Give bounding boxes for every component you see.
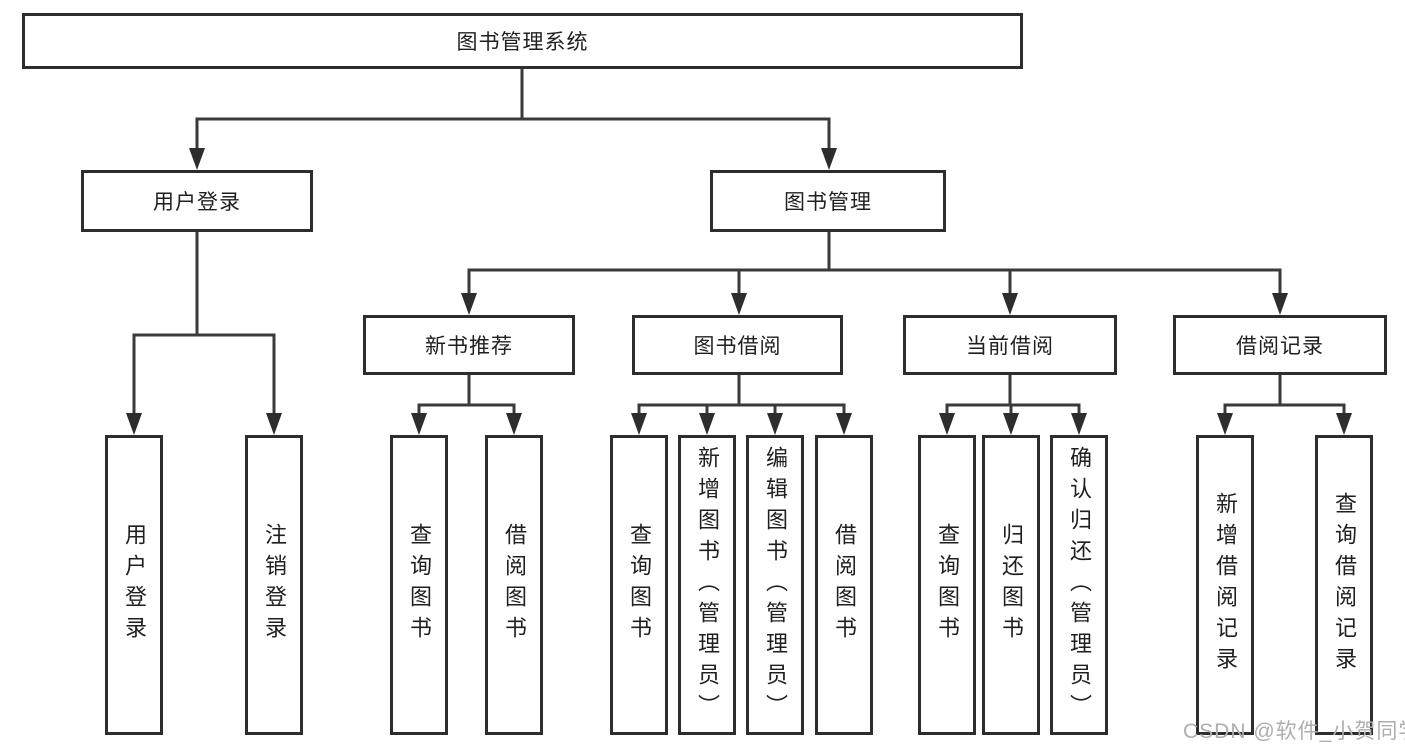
leaf-bb-edit-books-admin: 编辑图书（管理员） <box>746 435 804 735</box>
leaf-cb-query-books: 查询图书 <box>918 435 976 735</box>
leaf-bb-add-books-admin: 新增图书（管理员） <box>678 435 736 735</box>
leaf-logout-login: 注销登录 <box>245 435 303 735</box>
node-borrow-record: 借阅记录 <box>1173 315 1387 375</box>
leaf-bb-borrow-books: 借阅图书 <box>815 435 873 735</box>
csdn-watermark: CSDN @软件_小贺同学 <box>1183 720 1405 743</box>
arrowheads <box>126 148 1352 435</box>
node-current-borrow: 当前借阅 <box>903 315 1117 375</box>
node-new-book-recommend: 新书推荐 <box>363 315 575 375</box>
node-book-management: 图书管理 <box>710 170 946 232</box>
node-book-borrow: 图书借阅 <box>632 315 843 375</box>
leaf-bb-query-books: 查询图书 <box>610 435 668 735</box>
node-root: 图书管理系统 <box>22 13 1023 69</box>
leaf-cb-confirm-return-admin: 确认归还（管理员） <box>1050 435 1108 735</box>
leaf-br-query-record: 查询借阅记录 <box>1315 435 1373 735</box>
leaf-user-login: 用户登录 <box>105 435 163 735</box>
leaf-nb-query-books: 查询图书 <box>390 435 448 735</box>
leaf-cb-return-books: 归还图书 <box>982 435 1040 735</box>
node-user-login: 用户登录 <box>81 170 313 232</box>
leaf-br-add-record: 新增借阅记录 <box>1196 435 1254 735</box>
leaf-nb-borrow-books: 借阅图书 <box>485 435 543 735</box>
